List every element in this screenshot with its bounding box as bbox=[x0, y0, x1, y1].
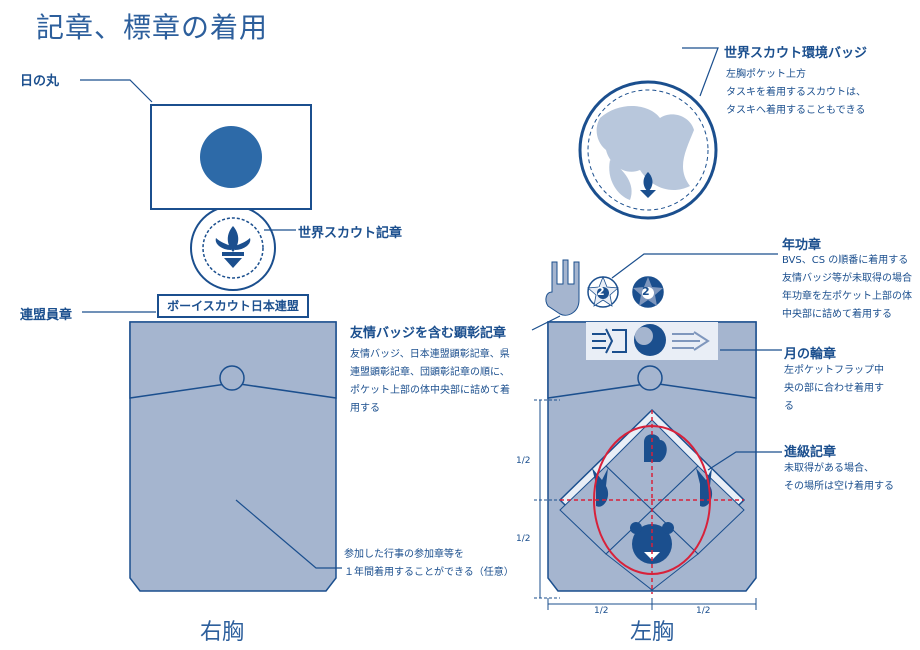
fraction-v-bottom: 1/2 bbox=[516, 534, 531, 544]
desc-line: 用する bbox=[350, 403, 380, 414]
desc-line: る bbox=[784, 401, 794, 412]
desc-friendship: 友情バッジ、日本連盟顕彰記章、県 連盟顕彰記章、団顕彰記章の順に、 ポケット上部… bbox=[350, 346, 510, 418]
desc-line: ポケット上部の体中央部に詰めて着 bbox=[350, 385, 510, 396]
label-annual: 年功章 bbox=[782, 238, 822, 253]
leader-lines bbox=[80, 47, 782, 569]
desc-env: 左胸ポケット上方 タスキを着用するスカウトは、 タスキへ着用することもできる bbox=[726, 66, 866, 120]
desc-annual: BVS、CS の順番に着用する 友情バッジ等が未取得の場合 年功章を左ポケット上… bbox=[782, 252, 912, 324]
salute-hand-icon bbox=[545, 259, 580, 316]
desc-line: 未取得がある場合、 bbox=[784, 463, 874, 474]
environment-badge bbox=[578, 80, 718, 220]
desc-line: 左ポケットフラップ中 bbox=[784, 365, 884, 376]
label-hinomaru: 日の丸 bbox=[20, 74, 60, 89]
desc-line: 友情バッジ、日本連盟顕彰記章、県 bbox=[350, 349, 510, 360]
right-pocket bbox=[129, 321, 337, 592]
world-scout-badge bbox=[190, 205, 276, 291]
desc-participation: 参加した行事の参加章等を １年間着用することができる（任意） bbox=[344, 546, 514, 582]
desc-line: その場所は空け着用する bbox=[784, 481, 894, 492]
desc-line: 中央部に詰めて着用する bbox=[782, 309, 892, 320]
desc-rank: 未取得がある場合、 その場所は空け着用する bbox=[784, 460, 894, 496]
desc-line: 央の部に合わせ着用す bbox=[784, 383, 884, 394]
moon-badge-graphic bbox=[586, 322, 718, 360]
label-federation: 連盟員章 bbox=[20, 308, 73, 323]
desc-line: BVS、CS の順番に着用する bbox=[782, 255, 909, 266]
label-world-scout: 世界スカウト記章 bbox=[298, 226, 403, 241]
star-number-1: 2 bbox=[597, 285, 605, 298]
fraction-h-right: 1/2 bbox=[696, 606, 711, 616]
hinomaru-flag bbox=[150, 104, 312, 210]
desc-line: 年功章を左ポケット上部の体 bbox=[782, 291, 912, 302]
desc-line: 連盟顕彰記章、団顕彰記章の順に、 bbox=[350, 367, 510, 378]
label-env-badge: 世界スカウト環境バッジ bbox=[724, 46, 868, 61]
label-friendship: 友情バッジを含む顕彰記章 bbox=[350, 326, 507, 341]
desc-line: タスキを着用するスカウトは、 bbox=[726, 87, 866, 98]
label-right-chest: 右胸 bbox=[200, 620, 245, 645]
annual-star-badges bbox=[587, 275, 664, 308]
center-guides bbox=[560, 410, 744, 594]
fraction-v-top: 1/2 bbox=[516, 456, 531, 466]
label-left-chest: 左胸 bbox=[630, 620, 675, 645]
desc-line: タスキへ着用することもできる bbox=[726, 105, 866, 116]
page-title: 記章、標章の着用 bbox=[36, 11, 269, 44]
desc-line: 友情バッジ等が未取得の場合 bbox=[782, 273, 912, 284]
desc-line: 左胸ポケット上方 bbox=[726, 69, 806, 80]
desc-moon: 左ポケットフラップ中 央の部に合わせ着用す る bbox=[784, 362, 884, 416]
red-sun-disc bbox=[200, 126, 262, 188]
fraction-h-left: 1/2 bbox=[594, 606, 609, 616]
federation-nameplate: ボーイスカウト日本連盟 bbox=[157, 294, 309, 318]
dimension-lines bbox=[534, 399, 757, 610]
star-number-2: 2 bbox=[642, 285, 650, 298]
label-rank: 進級記章 bbox=[784, 445, 837, 460]
desc-line: １年間着用することができる（任意） bbox=[344, 567, 514, 578]
label-moon: 月の輪章 bbox=[784, 347, 837, 362]
desc-line: 参加した行事の参加章等を bbox=[344, 549, 464, 560]
